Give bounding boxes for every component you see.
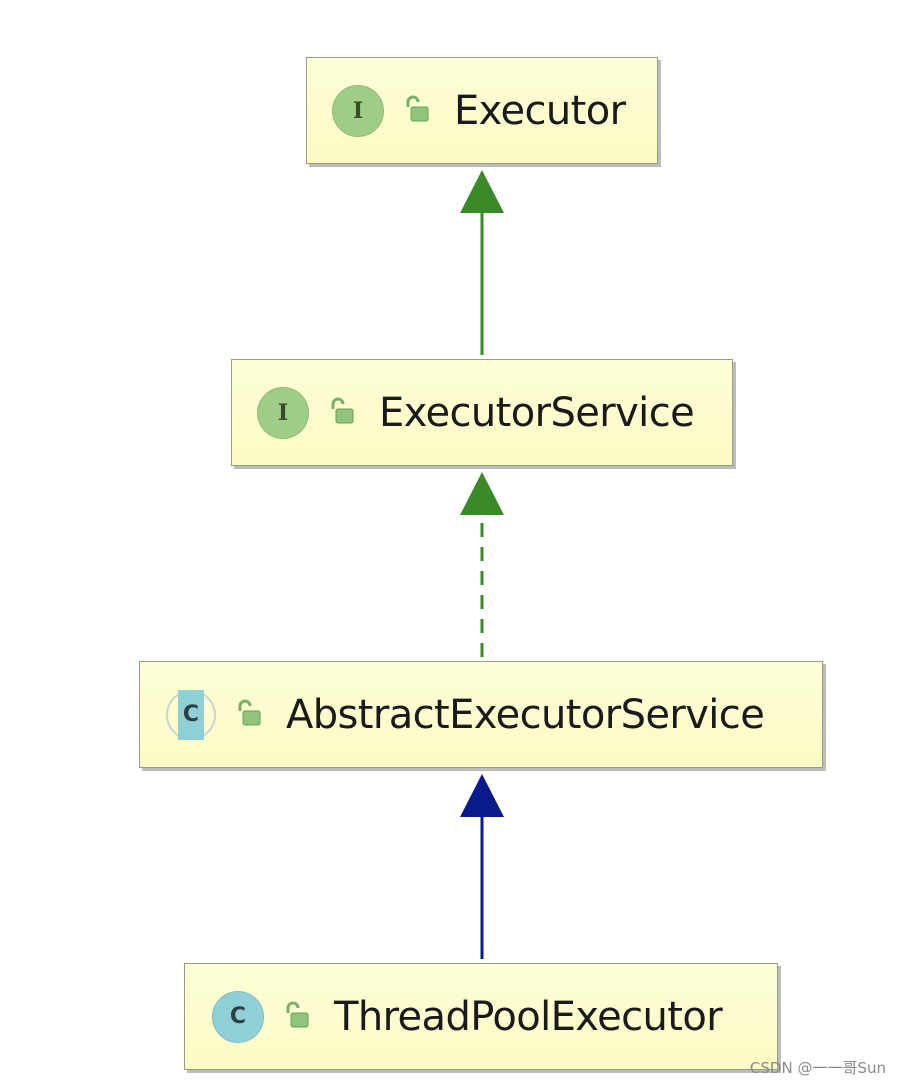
node-abstract-executor-service[interactable]: C AbstractExecutorService: [139, 661, 823, 768]
unlocked-padlock-icon: [282, 1000, 312, 1034]
watermark: CSDN @一一哥Sun: [749, 1059, 886, 1077]
abstract-class-badge-icon: C: [166, 689, 216, 740]
unlocked-padlock-icon: [402, 94, 432, 128]
node-executor[interactable]: I Executor: [306, 57, 658, 164]
node-executor-service[interactable]: I ExecutorService: [231, 359, 733, 466]
class-badge-icon: C: [212, 990, 264, 1043]
interface-badge-icon: I: [332, 84, 384, 137]
node-label: ExecutorService: [379, 389, 695, 436]
node-label: AbstractExecutorService: [286, 691, 765, 738]
edge-arrowhead-abstract: [460, 774, 504, 817]
node-label: Executor: [454, 87, 626, 134]
node-thread-pool-executor[interactable]: C ThreadPoolExecutor: [184, 963, 778, 1070]
edge-arrowhead-executor: [460, 170, 504, 213]
badge-fill: [178, 689, 204, 740]
node-label: ThreadPoolExecutor: [334, 993, 723, 1040]
edge-arrowhead-executor-service: [460, 472, 504, 515]
badge-letter: C: [229, 1004, 247, 1029]
badge-letter: I: [277, 399, 289, 426]
interface-badge-icon: I: [257, 386, 309, 439]
badge-letter: I: [352, 97, 364, 124]
badge-letter: C: [182, 702, 200, 727]
unlocked-padlock-icon: [234, 698, 264, 732]
unlocked-padlock-icon: [327, 396, 357, 430]
